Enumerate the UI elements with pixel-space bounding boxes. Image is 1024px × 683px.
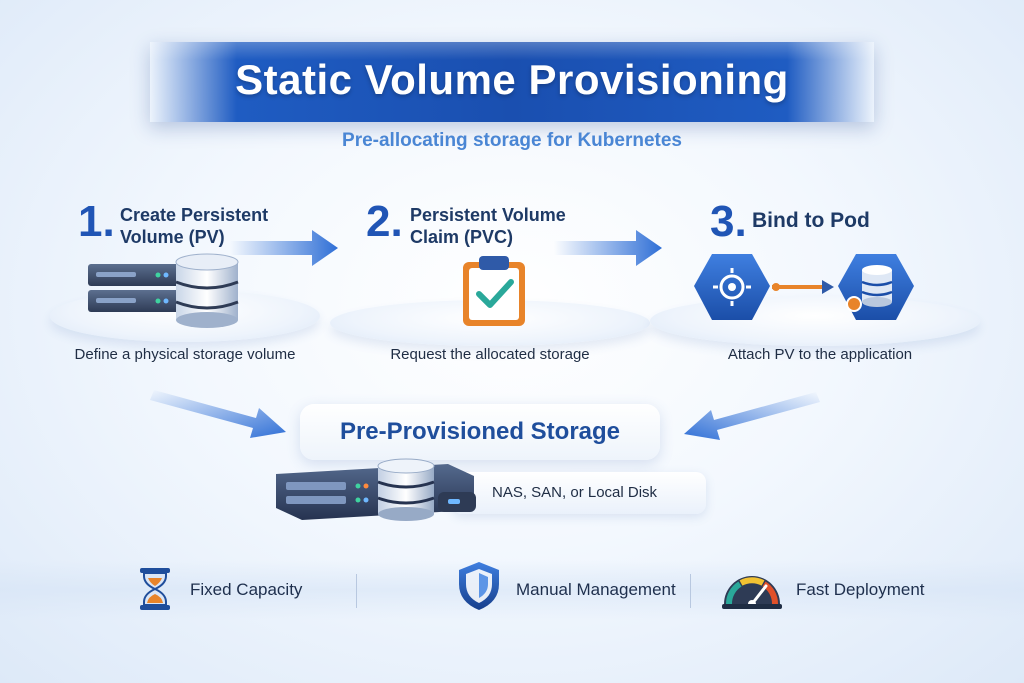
step-1-title-line2: Volume (PV) [120,227,225,247]
clipboard-check-icon [463,256,525,326]
step-2-caption: Request the allocated storage [390,346,590,363]
storage-array-icon [276,458,476,521]
shield-icon [459,562,499,610]
page-title: Static Volume Provisioning [235,56,789,103]
storage-types-card [452,472,706,514]
feature-divider [690,574,691,608]
arrow-down-right-icon [150,390,286,438]
feature-divider [356,574,357,608]
step-1-number: 1. [78,197,115,246]
feature-band [0,560,1024,620]
title-banner [150,42,874,122]
arrow-right-icon [554,230,662,266]
arrow-down-left-icon [684,392,820,440]
feature-fixed-capacity: Fixed Capacity [190,580,303,599]
server-database-icon [88,253,239,328]
pod-bind-icon [694,254,914,320]
step-2-title-line2: Claim (PVC) [410,227,514,247]
feature-manual-management: Manual Management [516,580,676,599]
feature-fast-deployment: Fast Deployment [796,580,925,599]
center-card [300,404,660,460]
step-1-caption: Define a physical storage volume [74,346,296,363]
speedometer-icon [722,576,782,609]
hourglass-icon [140,568,170,610]
storage-types-label: NAS, SAN, or Local Disk [492,484,658,501]
arrow-right-icon [230,230,338,266]
step-2-title-line1: Persistent Volume [410,205,566,225]
page-subtitle: Pre-allocating storage for Kubernetes [342,130,682,151]
step-3-caption: Attach PV to the application [727,346,913,363]
step-3-title: Bind to Pod [752,209,870,232]
center-title: Pre-Provisioned Storage [339,418,621,445]
step-2-number: 2. [366,197,403,246]
step-3-number: 3. [710,197,747,246]
step-1-title-line1: Create Persistent [120,205,269,225]
